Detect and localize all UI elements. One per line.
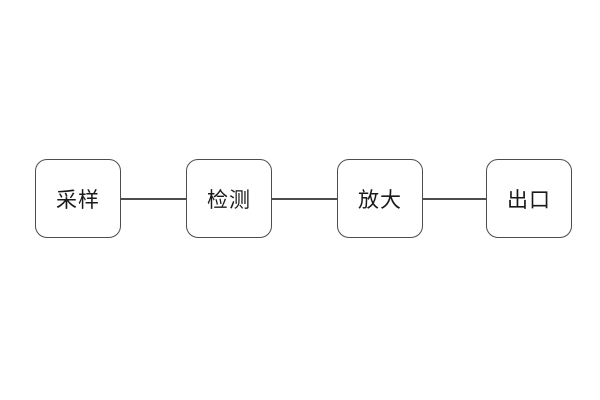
node-sampling: 采样 — [35, 159, 121, 238]
node-outlet-label: 出口 — [507, 188, 551, 212]
node-amplification: 放大 — [337, 159, 423, 238]
node-sampling-label: 采样 — [56, 188, 100, 212]
node-amplification-label: 放大 — [358, 188, 402, 212]
node-outlet: 出口 — [486, 159, 572, 238]
node-detection-label: 检测 — [207, 188, 251, 212]
connector-detection-amplification — [272, 198, 337, 200]
node-detection: 检测 — [186, 159, 272, 238]
connector-sampling-detection — [121, 198, 186, 200]
connector-amplification-outlet — [423, 198, 486, 200]
